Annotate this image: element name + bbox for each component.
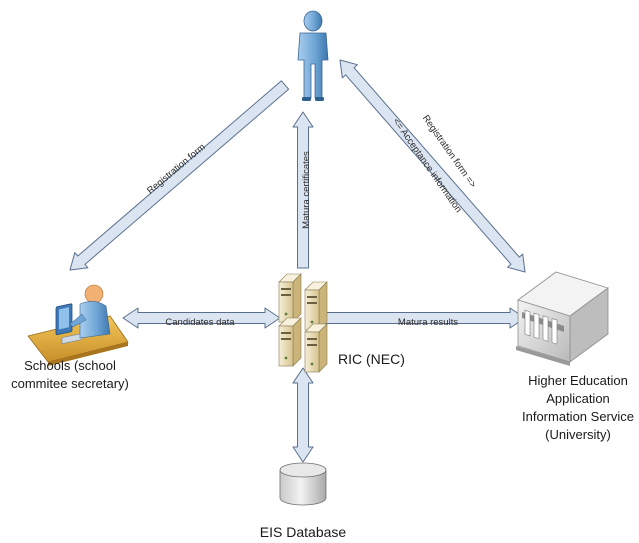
secretary-at-computer-icon: [27, 284, 129, 366]
university-label-line3: Information Service: [522, 409, 634, 424]
arrow-matura-certificates: [292, 111, 314, 269]
university-label-line2: Application: [546, 391, 610, 406]
database-label: EIS Database: [260, 524, 347, 540]
database-cylinder-icon: [279, 462, 327, 506]
person-icon: [297, 10, 329, 101]
arrow-database-link: [292, 367, 314, 463]
ric-label: RIC (NEC): [338, 351, 405, 367]
university-label-line4: (University): [545, 427, 611, 442]
university-building-icon: [516, 271, 609, 366]
university-label-line1: Higher Education: [528, 373, 628, 388]
edge-label-matura-results: Matura results: [398, 317, 458, 328]
edge-label-candidates-data: Candidates data: [165, 317, 235, 328]
arrow-registration-form: [69, 80, 290, 271]
arrow-registration-acceptance: [339, 59, 526, 273]
arrow-matura-results: [325, 307, 526, 329]
edge-label-matura-certificates: Matura certificates: [301, 151, 312, 229]
server-rack-icon: [278, 273, 328, 373]
arrows-layer: [69, 59, 526, 463]
schools-label-line2: commitee secretary): [11, 376, 129, 391]
edge-label-registration-form: Registration form: [145, 142, 208, 197]
schools-label-line1: Schools (school: [24, 358, 116, 373]
